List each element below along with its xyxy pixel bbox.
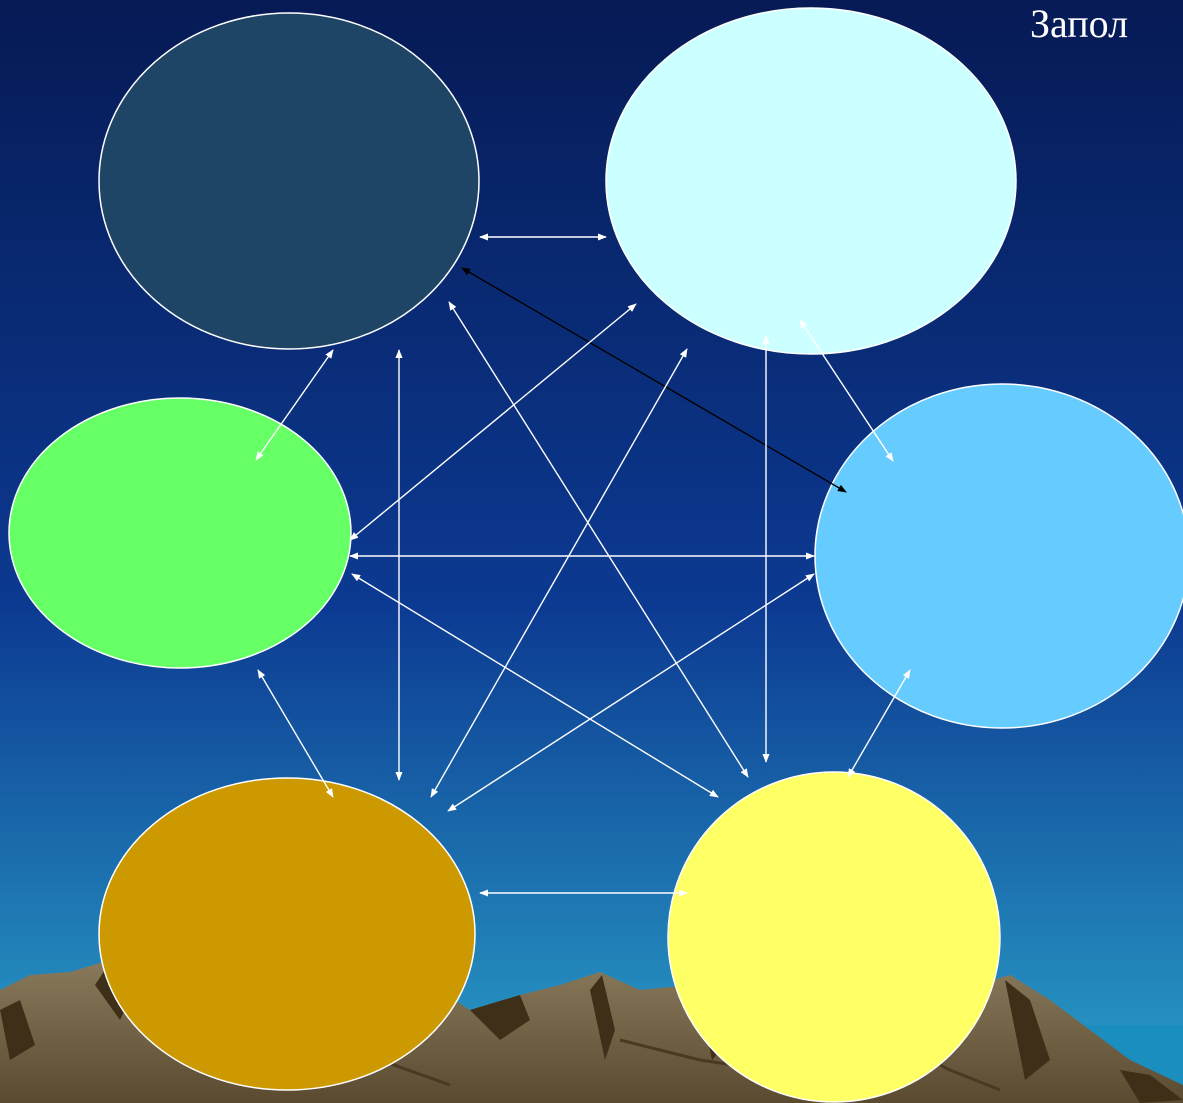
node-top-left[interactable]	[99, 13, 479, 349]
connector-top-right-to-middle-left	[350, 304, 636, 540]
node-middle-left[interactable]	[9, 398, 351, 668]
slide-title: Запол	[1030, 4, 1128, 44]
connector-top-right-to-bottom-left	[431, 349, 687, 797]
connector-middle-left-to-bottom-right	[352, 574, 718, 797]
node-bottom-left[interactable]	[99, 778, 475, 1090]
node-bottom-right[interactable]	[668, 772, 1000, 1102]
node-top-right[interactable]	[606, 8, 1016, 354]
node-middle-right[interactable]	[815, 384, 1183, 728]
connector-middle-right-to-bottom-left	[448, 574, 814, 811]
connector-top-left-to-bottom-right	[449, 302, 748, 777]
